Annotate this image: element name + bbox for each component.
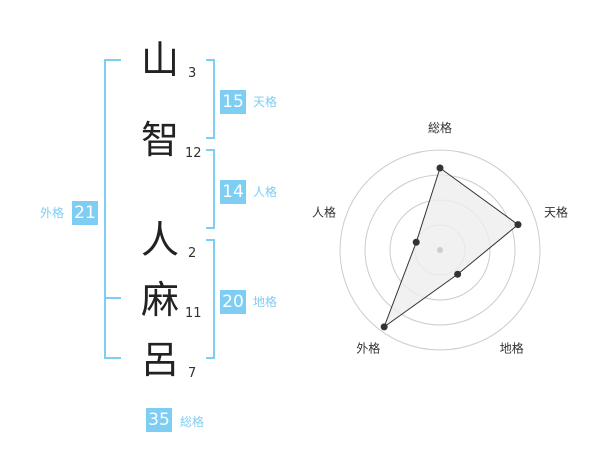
name-char-4: 麻 [140, 278, 179, 322]
gaikaku-bracket [104, 59, 121, 359]
radar-axis-label-2: 天格 [544, 204, 568, 219]
gaikaku-value-badge: 21 [72, 201, 98, 225]
tenkaku-bracket [206, 59, 215, 139]
radar-point-1 [436, 164, 444, 172]
tenkaku-label: 天格 [253, 95, 278, 109]
radar-axis-label-3: 地格 [500, 341, 524, 356]
jinkaku-label: 人格 [253, 185, 278, 199]
radar-axis-label-5: 人格 [312, 204, 336, 219]
soukaku-label: 総格 [180, 415, 205, 429]
radar-point-3 [454, 270, 462, 278]
name-char-5: 呂 [140, 338, 179, 382]
radar-grid-ring [339, 149, 541, 351]
chikaku-label: 地格 [253, 295, 278, 309]
radar-point-2 [514, 221, 522, 229]
name-char-1: 山 [140, 38, 179, 82]
chikaku-bracket [206, 239, 215, 359]
stroke-count-2: 12 [185, 146, 202, 161]
name-char-3: 人 [140, 218, 179, 262]
soukaku-value-badge: 35 [146, 408, 172, 432]
radar-center-dot [437, 247, 443, 253]
stroke-count-1: 3 [188, 66, 197, 81]
stroke-count-3: 2 [188, 246, 197, 261]
radar-point-5 [412, 238, 420, 246]
name-char-2: 智 [140, 118, 179, 162]
radar-point-4 [380, 323, 388, 331]
stroke-count-4: 11 [185, 306, 202, 321]
radar-axis-label-1: 総格 [428, 120, 452, 135]
jinkaku-bracket [206, 149, 215, 229]
tenkaku-value-badge: 15 [220, 90, 246, 114]
gaikaku-label: 外格 [40, 206, 65, 220]
stroke-count-5: 7 [188, 366, 197, 381]
jinkaku-value-badge: 14 [220, 180, 246, 204]
chikaku-value-badge: 20 [220, 290, 246, 314]
radar-data-polygon [383, 167, 519, 329]
radar-axis-label-4: 外格 [356, 341, 380, 356]
